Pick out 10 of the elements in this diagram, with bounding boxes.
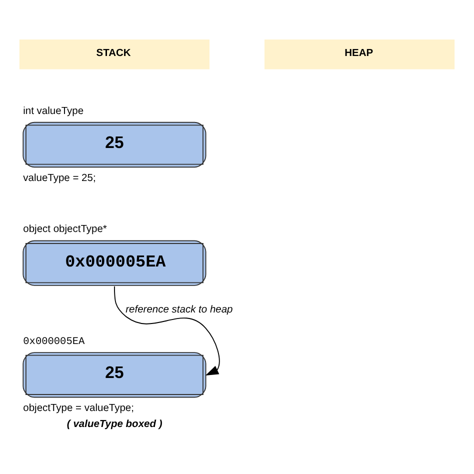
node-label: object objectType* xyxy=(23,224,107,236)
node-label: int valueType xyxy=(23,106,84,117)
node-box: HEAP xyxy=(264,39,455,70)
edge-label: reference stack to heap xyxy=(126,304,233,316)
arrow xyxy=(114,286,220,376)
node-box: STACK xyxy=(19,39,210,70)
node-label: valueType = 25; xyxy=(23,172,96,184)
node-label: ( valueType boxed ) xyxy=(66,418,162,430)
node-label: objectType = valueType; xyxy=(23,403,134,414)
node-label: 0x000005EA xyxy=(23,336,85,348)
